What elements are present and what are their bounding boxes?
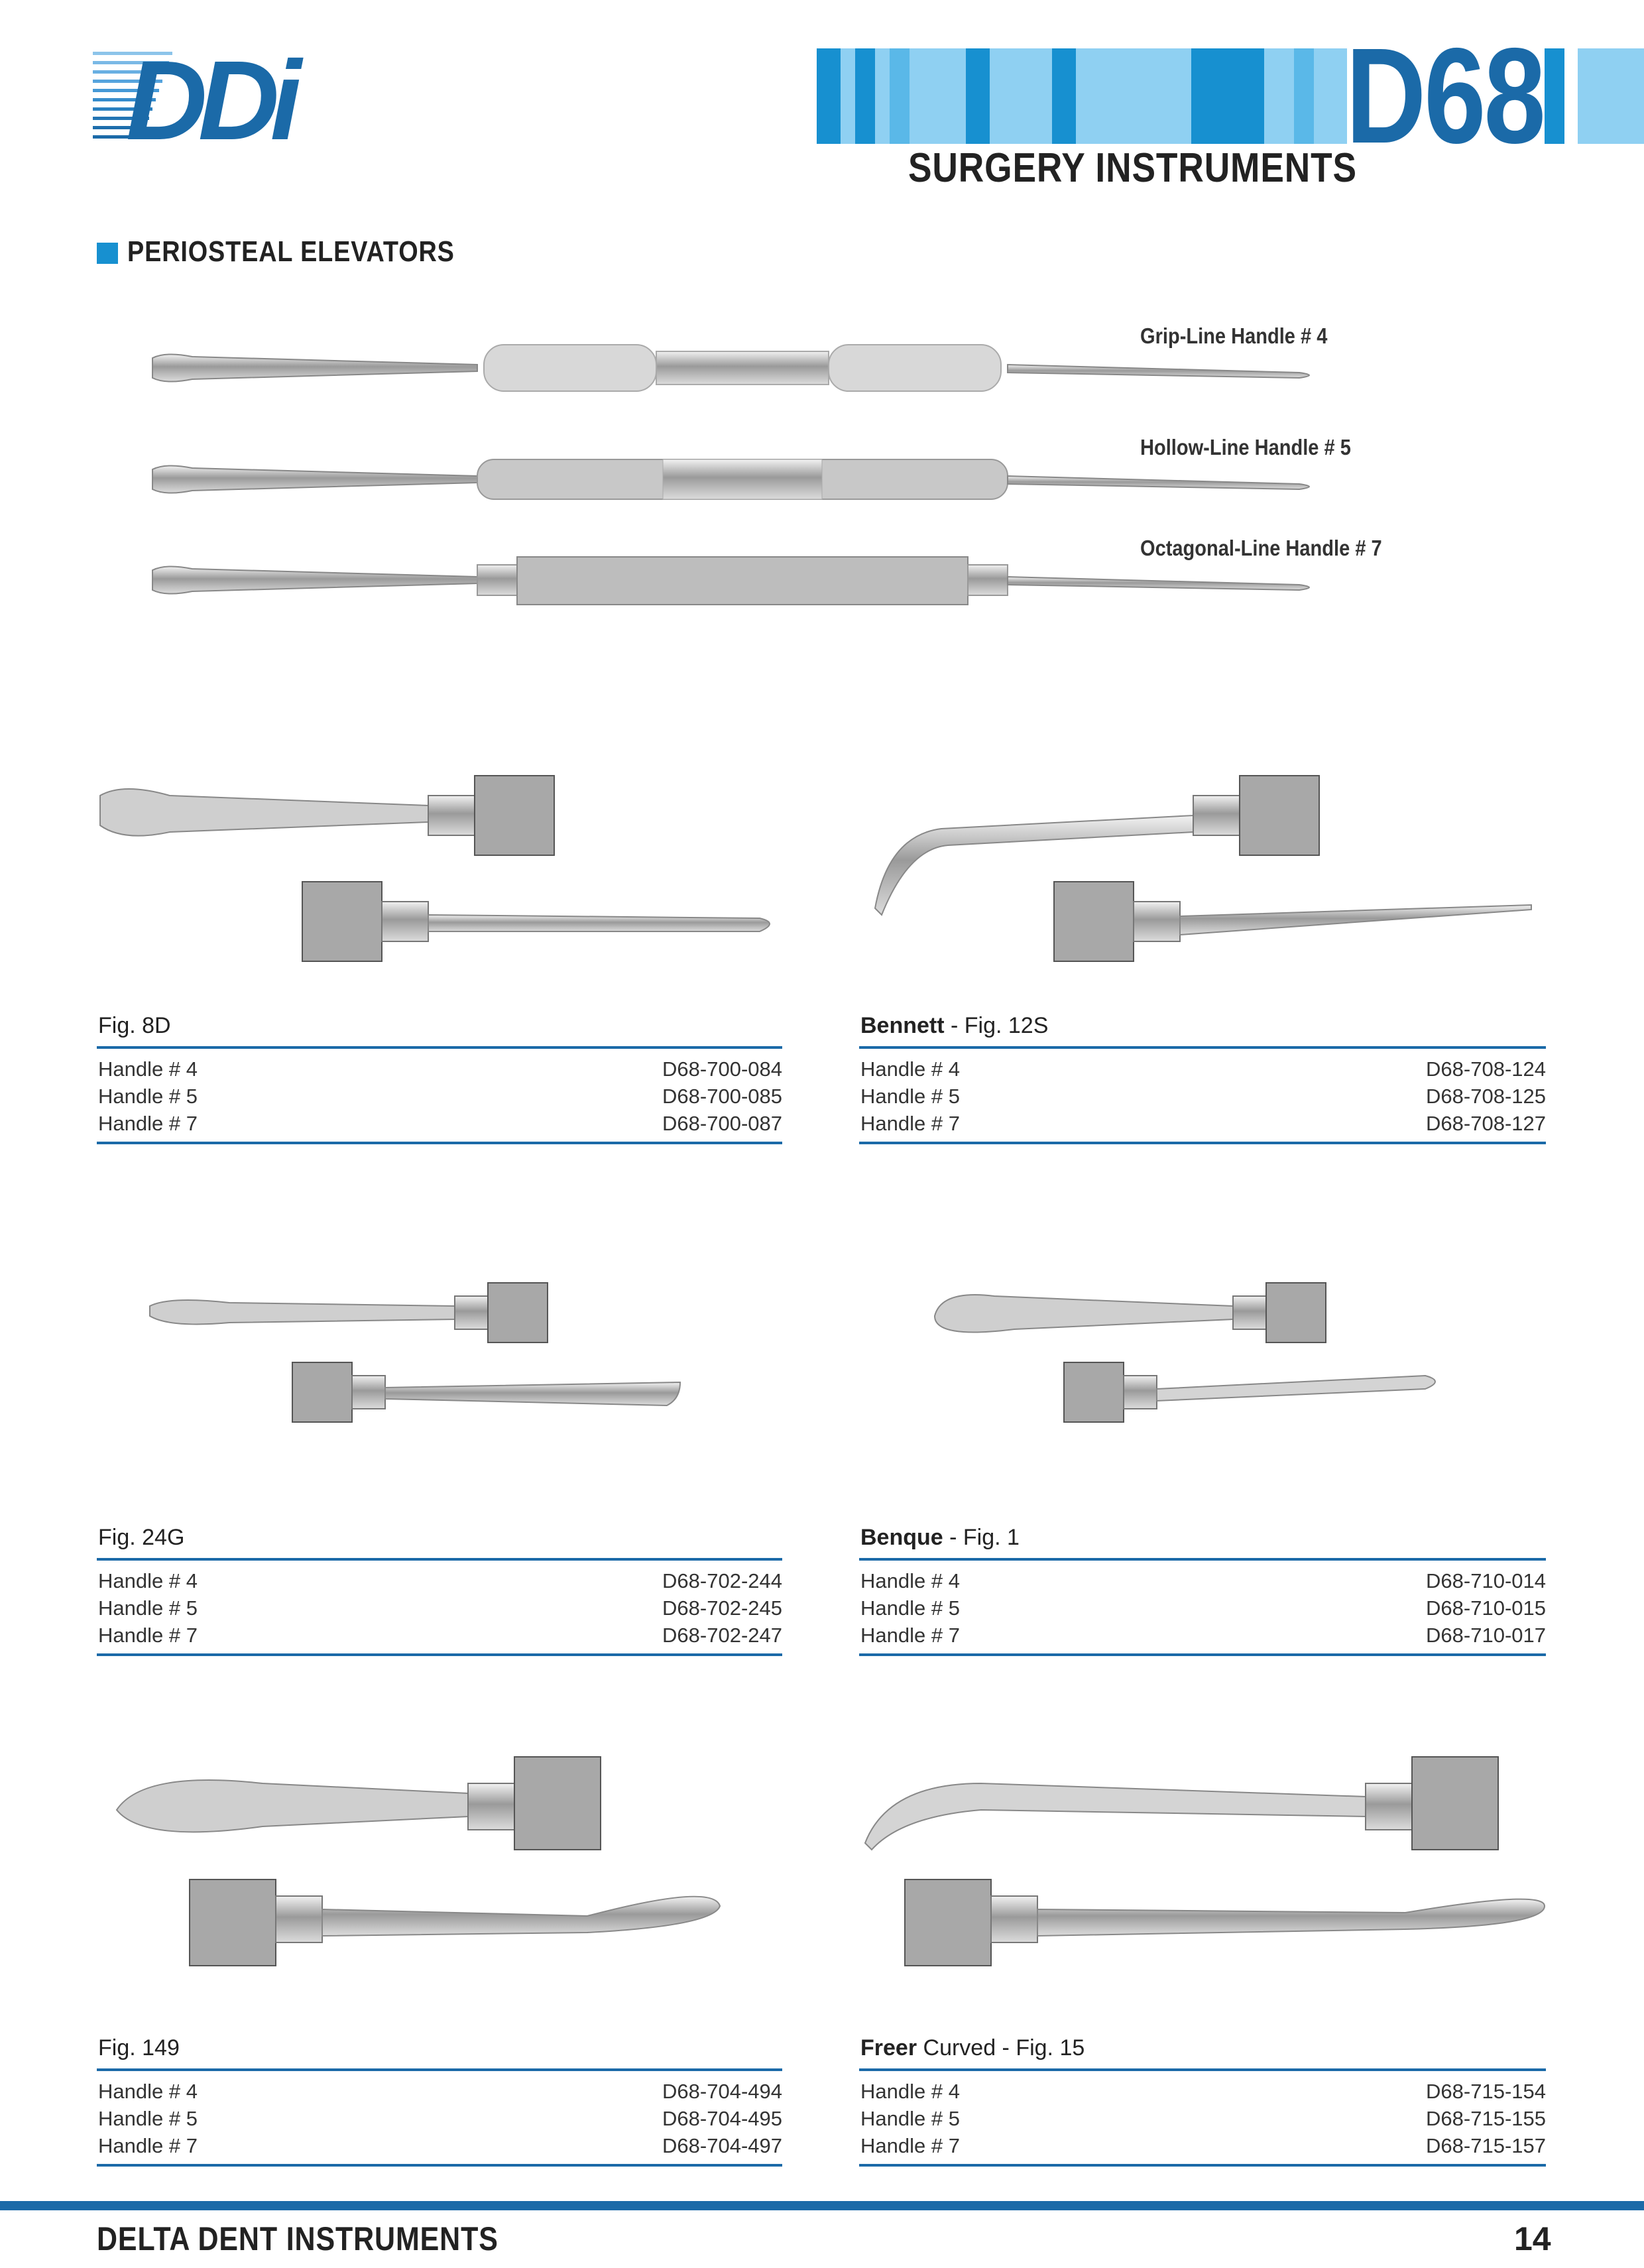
fig-149-image <box>115 1756 721 1966</box>
table-bottom-rule <box>859 1653 1546 1656</box>
caption-rule <box>97 1046 782 1049</box>
handle-label-octagonal: Octagonal-Line Handle # 7 <box>1140 536 1382 560</box>
spec-code: D68-702-247 <box>662 1624 782 1647</box>
caption-rule <box>859 1046 1546 1049</box>
spec-code: D68-704-494 <box>662 2080 782 2103</box>
svg-text:DDi: DDi <box>126 46 304 146</box>
figure-caption: Fig. 149 <box>98 2035 180 2060</box>
fig-12s-image <box>874 775 1532 962</box>
spec-handle: Handle # 5 <box>860 2107 960 2130</box>
fig-15-image <box>864 1756 1546 1966</box>
figure-caption: Fig. 8D <box>98 1013 171 1038</box>
spec-handle: Handle # 4 <box>860 1569 960 1592</box>
spec-code: D68-708-125 <box>1426 1085 1546 1108</box>
spec-code: D68-700-084 <box>662 1057 782 1081</box>
spec-handle: Handle # 4 <box>98 1569 198 1592</box>
spec-handle: Handle # 4 <box>860 1057 960 1081</box>
figure-caption: Benque - Fig. 1 <box>860 1525 1020 1550</box>
table-bottom-rule <box>97 1653 782 1656</box>
spec-code: D68-708-127 <box>1426 1112 1546 1135</box>
spec-code: D68-715-155 <box>1426 2107 1546 2130</box>
spec-handle: Handle # 5 <box>98 2107 198 2130</box>
spec-handle: Handle # 7 <box>98 1112 198 1135</box>
figure-caption: Fig. 24G <box>98 1525 185 1550</box>
page-number: 14 <box>1514 2220 1551 2257</box>
figure-caption: Bennett - Fig. 12S <box>860 1013 1049 1038</box>
spec-code: D68-702-245 <box>662 1596 782 1620</box>
spec-handle: Handle # 7 <box>98 2134 198 2157</box>
spec-code: D68-708-124 <box>1426 1057 1546 1081</box>
caption-rule <box>859 1558 1546 1561</box>
spec-code: D68-702-244 <box>662 1569 782 1592</box>
spec-code: D68-710-017 <box>1426 1624 1546 1647</box>
spec-handle: Handle # 7 <box>860 2134 960 2157</box>
fig-24g-image <box>149 1282 681 1423</box>
spec-handle: Handle # 5 <box>860 1596 960 1620</box>
octagonal-line-instrument-image <box>152 556 1310 605</box>
spec-code: D68-710-014 <box>1426 1569 1546 1592</box>
footer-bar <box>0 2201 1644 2210</box>
spec-code: D68-704-497 <box>662 2134 782 2157</box>
spec-handle: Handle # 5 <box>860 1085 960 1108</box>
grip-line-instrument-image <box>152 344 1310 392</box>
series-code: D68 <box>1346 20 1546 172</box>
spec-code: D68-700-087 <box>662 1112 782 1135</box>
caption-rule <box>97 1558 782 1561</box>
fig-8d-image <box>99 775 770 962</box>
spec-handle: Handle # 4 <box>98 2080 198 2103</box>
table-bottom-rule <box>859 1142 1546 1144</box>
caption-rule <box>97 2068 782 2071</box>
spec-code: D68-715-157 <box>1426 2134 1546 2157</box>
spec-code: D68-715-154 <box>1426 2080 1546 2103</box>
handle-label-hollow: Hollow-Line Handle # 5 <box>1140 435 1351 459</box>
figure-caption: Freer Curved - Fig. 15 <box>860 2035 1085 2060</box>
spec-handle: Handle # 7 <box>860 1624 960 1647</box>
spec-handle: Handle # 7 <box>860 1112 960 1135</box>
header-color-band <box>817 48 1644 144</box>
spec-handle: Handle # 7 <box>98 1624 198 1647</box>
footer-brand: DELTA DENT INSTRUMENTS <box>97 2220 499 2257</box>
ddi-logo: DDi <box>93 46 314 146</box>
header-subtitle: SURGERY INSTRUMENTS <box>908 145 1357 191</box>
fig-1-image <box>933 1282 1436 1423</box>
table-bottom-rule <box>97 2164 782 2167</box>
section-marker <box>97 243 118 264</box>
spec-handle: Handle # 5 <box>98 1085 198 1108</box>
spec-code: D68-710-015 <box>1426 1596 1546 1620</box>
hollow-line-instrument-image <box>152 459 1310 500</box>
spec-handle: Handle # 4 <box>860 2080 960 2103</box>
spec-code: D68-700-085 <box>662 1085 782 1108</box>
handle-label-grip: Grip-Line Handle # 4 <box>1140 324 1328 348</box>
table-bottom-rule <box>859 2164 1546 2167</box>
section-title: PERIOSTEAL ELEVATORS <box>127 235 455 268</box>
caption-rule <box>859 2068 1546 2071</box>
spec-handle: Handle # 5 <box>98 1596 198 1620</box>
spec-code: D68-704-495 <box>662 2107 782 2130</box>
spec-handle: Handle # 4 <box>98 1057 198 1081</box>
table-bottom-rule <box>97 1142 782 1144</box>
